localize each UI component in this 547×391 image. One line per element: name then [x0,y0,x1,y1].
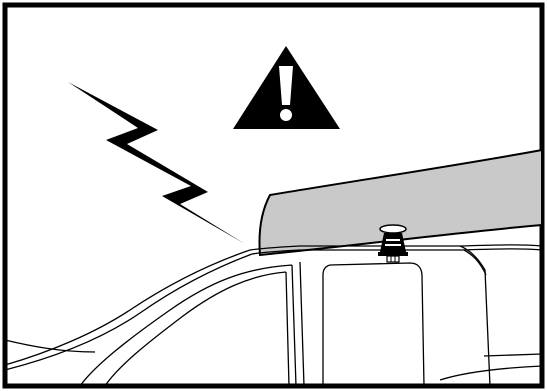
truck-body [4,244,543,387]
warning-triangle-icon [233,46,340,129]
lightning-bolt-icon [68,82,245,244]
roof-rack-mount [378,224,408,263]
kayak-hull [258,148,543,257]
